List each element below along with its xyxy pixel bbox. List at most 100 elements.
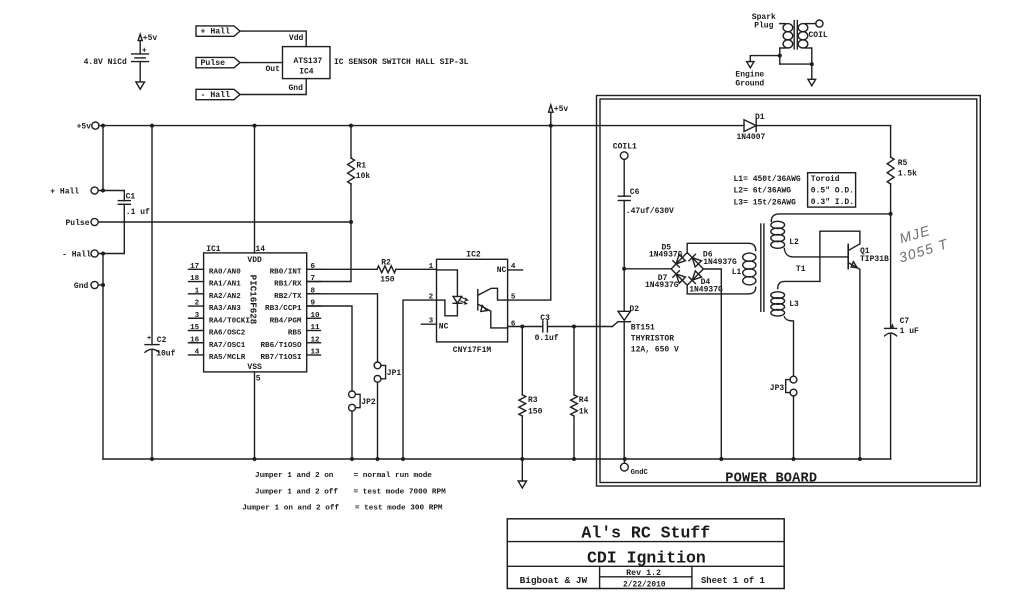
- svg-text:C1: C1: [126, 192, 136, 201]
- svg-text:CDI Ignition: CDI Ignition: [587, 549, 706, 568]
- svg-text:Jumper 1 on and 2 off: Jumper 1 on and 2 off: [242, 504, 339, 512]
- svg-text:Ground: Ground: [735, 79, 764, 88]
- svg-text:C7: C7: [900, 317, 910, 326]
- svg-text:Jumper 1 and 2 off: Jumper 1 and 2 off: [255, 488, 338, 496]
- svg-text:R2: R2: [381, 258, 391, 267]
- svg-text:JP1: JP1: [387, 369, 402, 378]
- svg-text:1.5k: 1.5k: [898, 169, 917, 178]
- svg-text:+: +: [142, 47, 147, 56]
- svg-text:18: 18: [190, 275, 200, 283]
- svg-text:Rev 1.2: Rev 1.2: [626, 569, 661, 578]
- svg-text:14: 14: [255, 245, 265, 254]
- svg-text:Jumper 1 and 2 on: Jumper 1 and 2 on: [255, 472, 334, 480]
- svg-text:Gnd: Gnd: [289, 84, 304, 93]
- svg-text:RB0/INT: RB0/INT: [270, 269, 302, 277]
- svg-text:C6: C6: [630, 188, 640, 197]
- svg-text:4: 4: [195, 349, 200, 357]
- svg-text:C2: C2: [157, 336, 167, 345]
- svg-text:IC2: IC2: [466, 251, 481, 260]
- svg-text:.47uf/630V: .47uf/630V: [626, 207, 674, 216]
- svg-text:= test mode 7000 RPM: = test mode 7000 RPM: [354, 488, 447, 496]
- svg-text:RA4/T0CKI: RA4/T0CKI: [209, 317, 250, 325]
- svg-text:150: 150: [528, 408, 543, 417]
- svg-text:RA6/OSC2: RA6/OSC2: [209, 330, 246, 338]
- svg-text:0.1uf: 0.1uf: [535, 334, 559, 343]
- svg-text:.1 uf: .1 uf: [126, 208, 150, 217]
- svg-text:C3: C3: [540, 314, 550, 323]
- svg-text:TIP31B: TIP31B: [860, 255, 889, 264]
- svg-text:15: 15: [190, 324, 200, 332]
- svg-text:NC: NC: [439, 323, 449, 332]
- svg-text:1N4937G: 1N4937G: [649, 250, 683, 259]
- svg-text:2: 2: [429, 293, 434, 301]
- svg-text:Sheet 1 of 1: Sheet 1 of 1: [701, 576, 765, 586]
- svg-text:RB1/RX: RB1/RX: [274, 281, 302, 289]
- svg-text:Pulse: Pulse: [66, 219, 90, 228]
- svg-text:1: 1: [195, 287, 200, 295]
- svg-text:GndC: GndC: [631, 469, 649, 477]
- svg-text:- Hall: - Hall: [201, 90, 231, 100]
- svg-text:11: 11: [311, 324, 321, 332]
- svg-text:RB2/TX: RB2/TX: [274, 293, 302, 301]
- svg-text:D2: D2: [629, 305, 639, 314]
- svg-text:+5v: +5v: [554, 105, 569, 114]
- svg-text:IC1: IC1: [206, 245, 221, 254]
- svg-text:L3= 15t/26AWG: L3= 15t/26AWG: [734, 198, 797, 207]
- svg-text:+ Hall: + Hall: [50, 188, 79, 197]
- svg-text:- Hall: - Hall: [62, 251, 91, 260]
- svg-text:L2: L2: [789, 238, 799, 247]
- svg-text:Spark: Spark: [752, 13, 776, 22]
- svg-text:150: 150: [380, 276, 395, 285]
- svg-text:16: 16: [190, 336, 200, 344]
- svg-text:RB4/PGM: RB4/PGM: [270, 317, 302, 325]
- svg-text:Engine: Engine: [735, 70, 764, 79]
- svg-text:R5: R5: [898, 159, 908, 168]
- svg-text:0.5" O.D.: 0.5" O.D.: [811, 187, 854, 196]
- svg-text:RA7/OSC1: RA7/OSC1: [209, 342, 246, 350]
- svg-text:RA2/AN2: RA2/AN2: [209, 293, 241, 301]
- svg-text:5: 5: [256, 375, 261, 384]
- svg-text:+ Hall: + Hall: [201, 27, 231, 37]
- svg-text:Vdd: Vdd: [289, 34, 304, 43]
- svg-text:13: 13: [311, 349, 321, 357]
- svg-text:RA3/AN3: RA3/AN3: [209, 305, 241, 313]
- svg-text:3: 3: [429, 318, 434, 326]
- svg-text:D5: D5: [662, 244, 672, 253]
- svg-text:12: 12: [311, 336, 321, 344]
- svg-text:1: 1: [429, 263, 434, 271]
- svg-text:17: 17: [190, 263, 200, 271]
- svg-text:10k: 10k: [356, 172, 371, 181]
- svg-text:1 uF: 1 uF: [900, 327, 919, 336]
- svg-text:= test mode 300 RPM: = test mode 300 RPM: [355, 504, 443, 512]
- svg-text:D1: D1: [755, 113, 765, 122]
- svg-text:VDD: VDD: [247, 256, 262, 265]
- svg-text:RB5: RB5: [288, 330, 302, 338]
- svg-text:2/22/2010: 2/22/2010: [623, 580, 666, 589]
- svg-text:Bigboat & JW: Bigboat & JW: [520, 575, 588, 586]
- svg-text:RB3/CCP1: RB3/CCP1: [265, 305, 302, 313]
- svg-text:Al's RC Stuff: Al's RC Stuff: [581, 524, 710, 543]
- svg-text:RB6/T1OSO: RB6/T1OSO: [260, 342, 301, 350]
- svg-text:3: 3: [195, 312, 200, 320]
- svg-text:10: 10: [311, 312, 321, 320]
- svg-text:R1: R1: [356, 162, 366, 171]
- svg-text:L1: L1: [732, 268, 742, 277]
- svg-text:Out: Out: [266, 65, 281, 74]
- svg-text:CNY17F1M: CNY17F1M: [453, 346, 492, 355]
- svg-text:= normal run mode: = normal run mode: [354, 472, 433, 480]
- svg-text:RA0/AN0: RA0/AN0: [209, 269, 241, 277]
- svg-text:Toroid: Toroid: [811, 175, 840, 184]
- svg-text:RB7/T1OSI: RB7/T1OSI: [260, 354, 301, 362]
- svg-text:IC4: IC4: [299, 67, 314, 76]
- svg-text:8: 8: [311, 287, 316, 295]
- svg-text:1N4937G: 1N4937G: [703, 258, 737, 267]
- svg-text:T1: T1: [796, 265, 806, 274]
- svg-text:5: 5: [511, 293, 516, 301]
- svg-text:ATS137: ATS137: [294, 57, 323, 66]
- svg-text:L2= 6t/36AWG: L2= 6t/36AWG: [734, 187, 792, 196]
- svg-text:7: 7: [311, 275, 316, 283]
- svg-text:4.8V NiCd: 4.8V NiCd: [84, 58, 127, 67]
- svg-text:+5v: +5v: [77, 123, 92, 132]
- svg-text:D7: D7: [658, 274, 668, 283]
- svg-text:BT151: BT151: [631, 323, 655, 332]
